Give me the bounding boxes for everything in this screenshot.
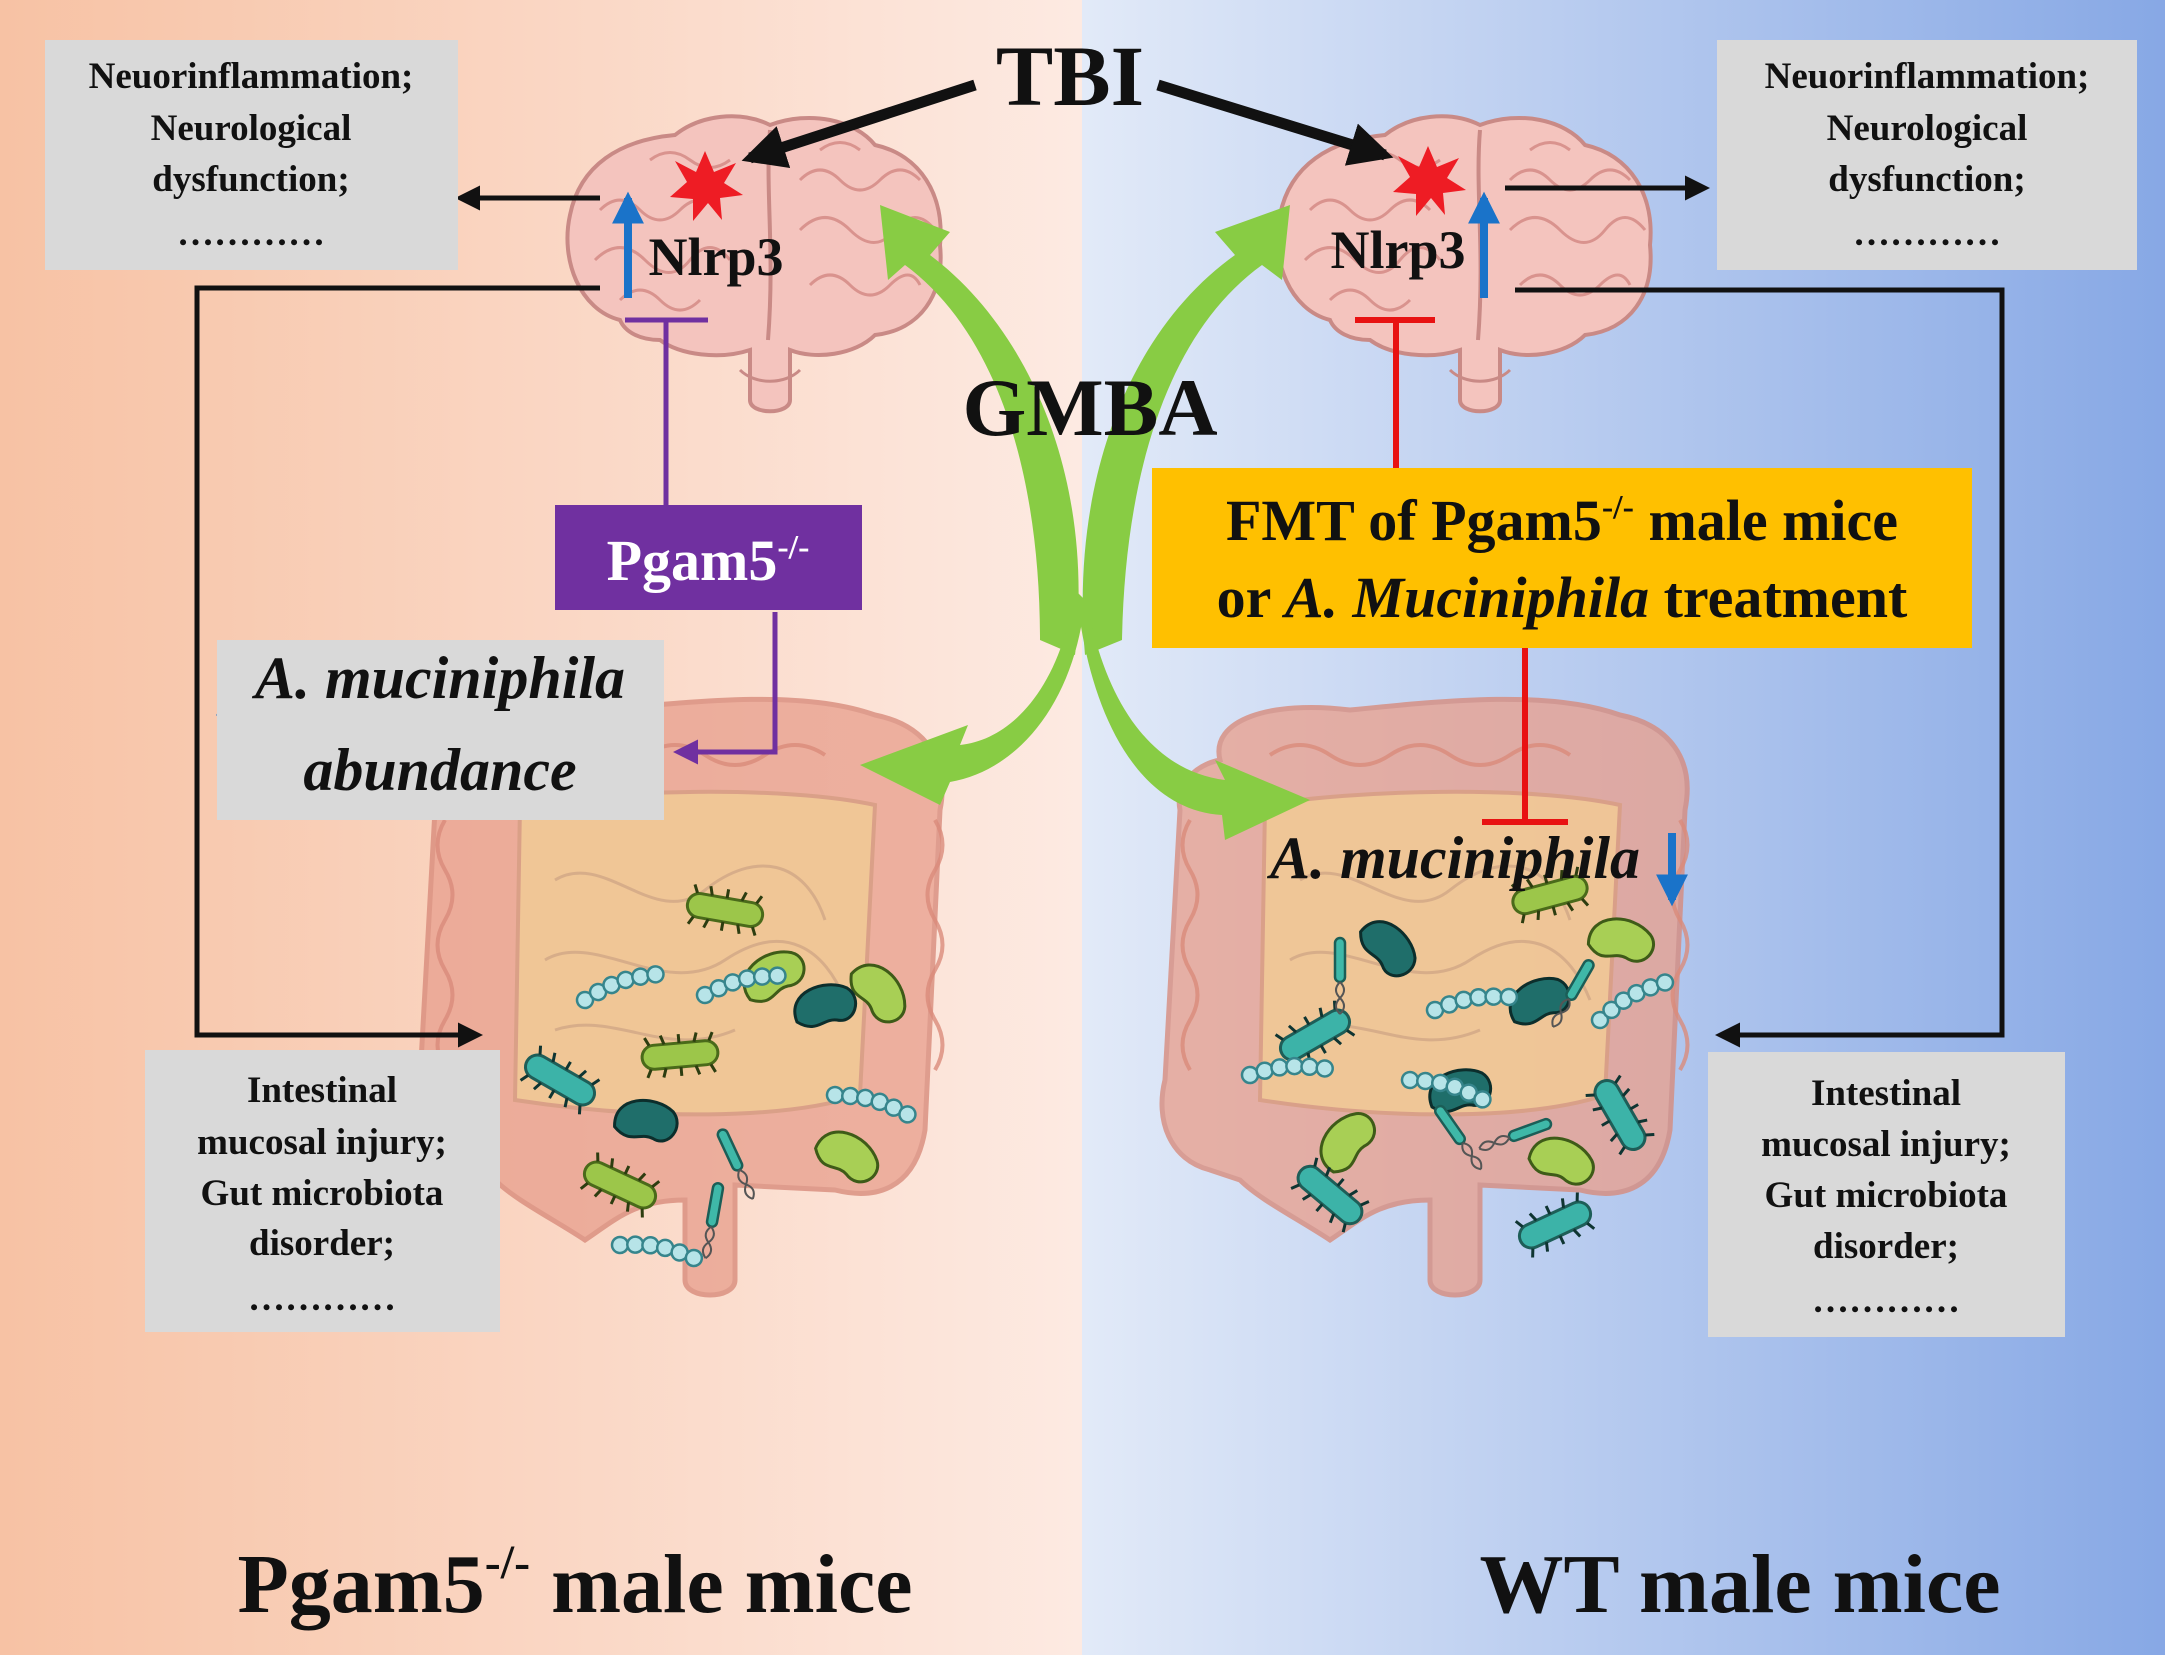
gmba-bidirectional-arrows: [860, 205, 1310, 840]
left-gut-outcome-line: …………: [248, 1278, 396, 1319]
pgam5-to-abundance-arrow: [673, 612, 778, 765]
tbi-label: TBI: [996, 28, 1144, 124]
abundance-line-1: A. muciniphila: [251, 645, 625, 711]
abundance-box: [217, 640, 664, 820]
right-gut-outcome-line: mucosal injury;: [1761, 1124, 2011, 1165]
treatment-line-2: or A. Muciniphila treatment: [1217, 565, 1908, 630]
right-nlrp3-label: Nlrp3: [1331, 220, 1466, 280]
right-species-label: A. muciniphila: [1266, 825, 1640, 891]
left-brain-outcome-line: Neurological: [151, 108, 352, 149]
left-gut-outcome-box: [145, 1050, 500, 1332]
pgam5-genotype-box: [555, 505, 862, 610]
left-brain-outcome-text: Neuorinflammation; Neurological dysfunct…: [89, 56, 414, 254]
left-gut-outcome-line: Intestinal: [247, 1070, 397, 1111]
right-gut-outcome-line: Intestinal: [1811, 1073, 1961, 1114]
left-nlrp3-label: Nlrp3: [649, 227, 784, 287]
right-brain-outcome-line: Neuorinflammation;: [1765, 56, 2090, 97]
right-gut-outcome-text: Intestinal mucosal injury; Gut microbiot…: [1761, 1073, 2011, 1321]
treatment-inhibition-lines: [1355, 317, 1568, 825]
right-gut-outcome-line: disorder;: [1813, 1226, 1959, 1267]
left-gut-outcome-text: Intestinal mucosal injury; Gut microbiot…: [197, 1070, 447, 1319]
left-gut-outcome-line: disorder;: [249, 1223, 395, 1264]
right-brain-outcome-line: …………: [1853, 213, 2001, 254]
left-footer-label: Pgam5-/- male mice: [237, 1536, 912, 1631]
left-brain-outcome-box: [45, 40, 458, 270]
tbi-left-arrow: [741, 79, 977, 169]
pgam5-inhibition-line: [625, 317, 708, 505]
right-brain-outcome-line: Neurological: [1827, 108, 2028, 149]
right-gut-outcome-line: Gut microbiota: [1765, 1175, 2008, 1216]
right-brain-outcome-text: Neuorinflammation; Neurological dysfunct…: [1765, 56, 2090, 254]
right-footer-label: WT male mice: [1480, 1538, 2001, 1631]
gmba-label: GMBA: [962, 362, 1217, 453]
right-gut-outcome-box: [1708, 1052, 2065, 1337]
abundance-line-2: abundance: [303, 737, 576, 803]
left-brain-outcome-line: Neuorinflammation;: [89, 56, 414, 97]
treatment-line-1: FMT of Pgam5-/- male mice: [1226, 488, 1898, 553]
left-brain-outcome-line: …………: [177, 213, 325, 254]
tbi-right-arrow: [1156, 79, 1394, 166]
left-brain-outcome-line: dysfunction;: [152, 159, 349, 200]
treatment-box: [1152, 468, 1972, 648]
right-brain-outcome-box: [1717, 40, 2137, 270]
left-brain-gut-feedback-line: [194, 285, 600, 1048]
right-gut-outcome-line: …………: [1812, 1280, 1960, 1321]
left-gut-outcome-line: mucosal injury;: [197, 1122, 447, 1163]
left-gut-outcome-line: Gut microbiota: [201, 1173, 444, 1214]
right-brain-gut-feedback-line: [1515, 287, 2005, 1048]
pgam5-genotype-label: Pgam5-/-: [607, 528, 810, 593]
right-brain-outcome-line: dysfunction;: [1828, 159, 2025, 200]
